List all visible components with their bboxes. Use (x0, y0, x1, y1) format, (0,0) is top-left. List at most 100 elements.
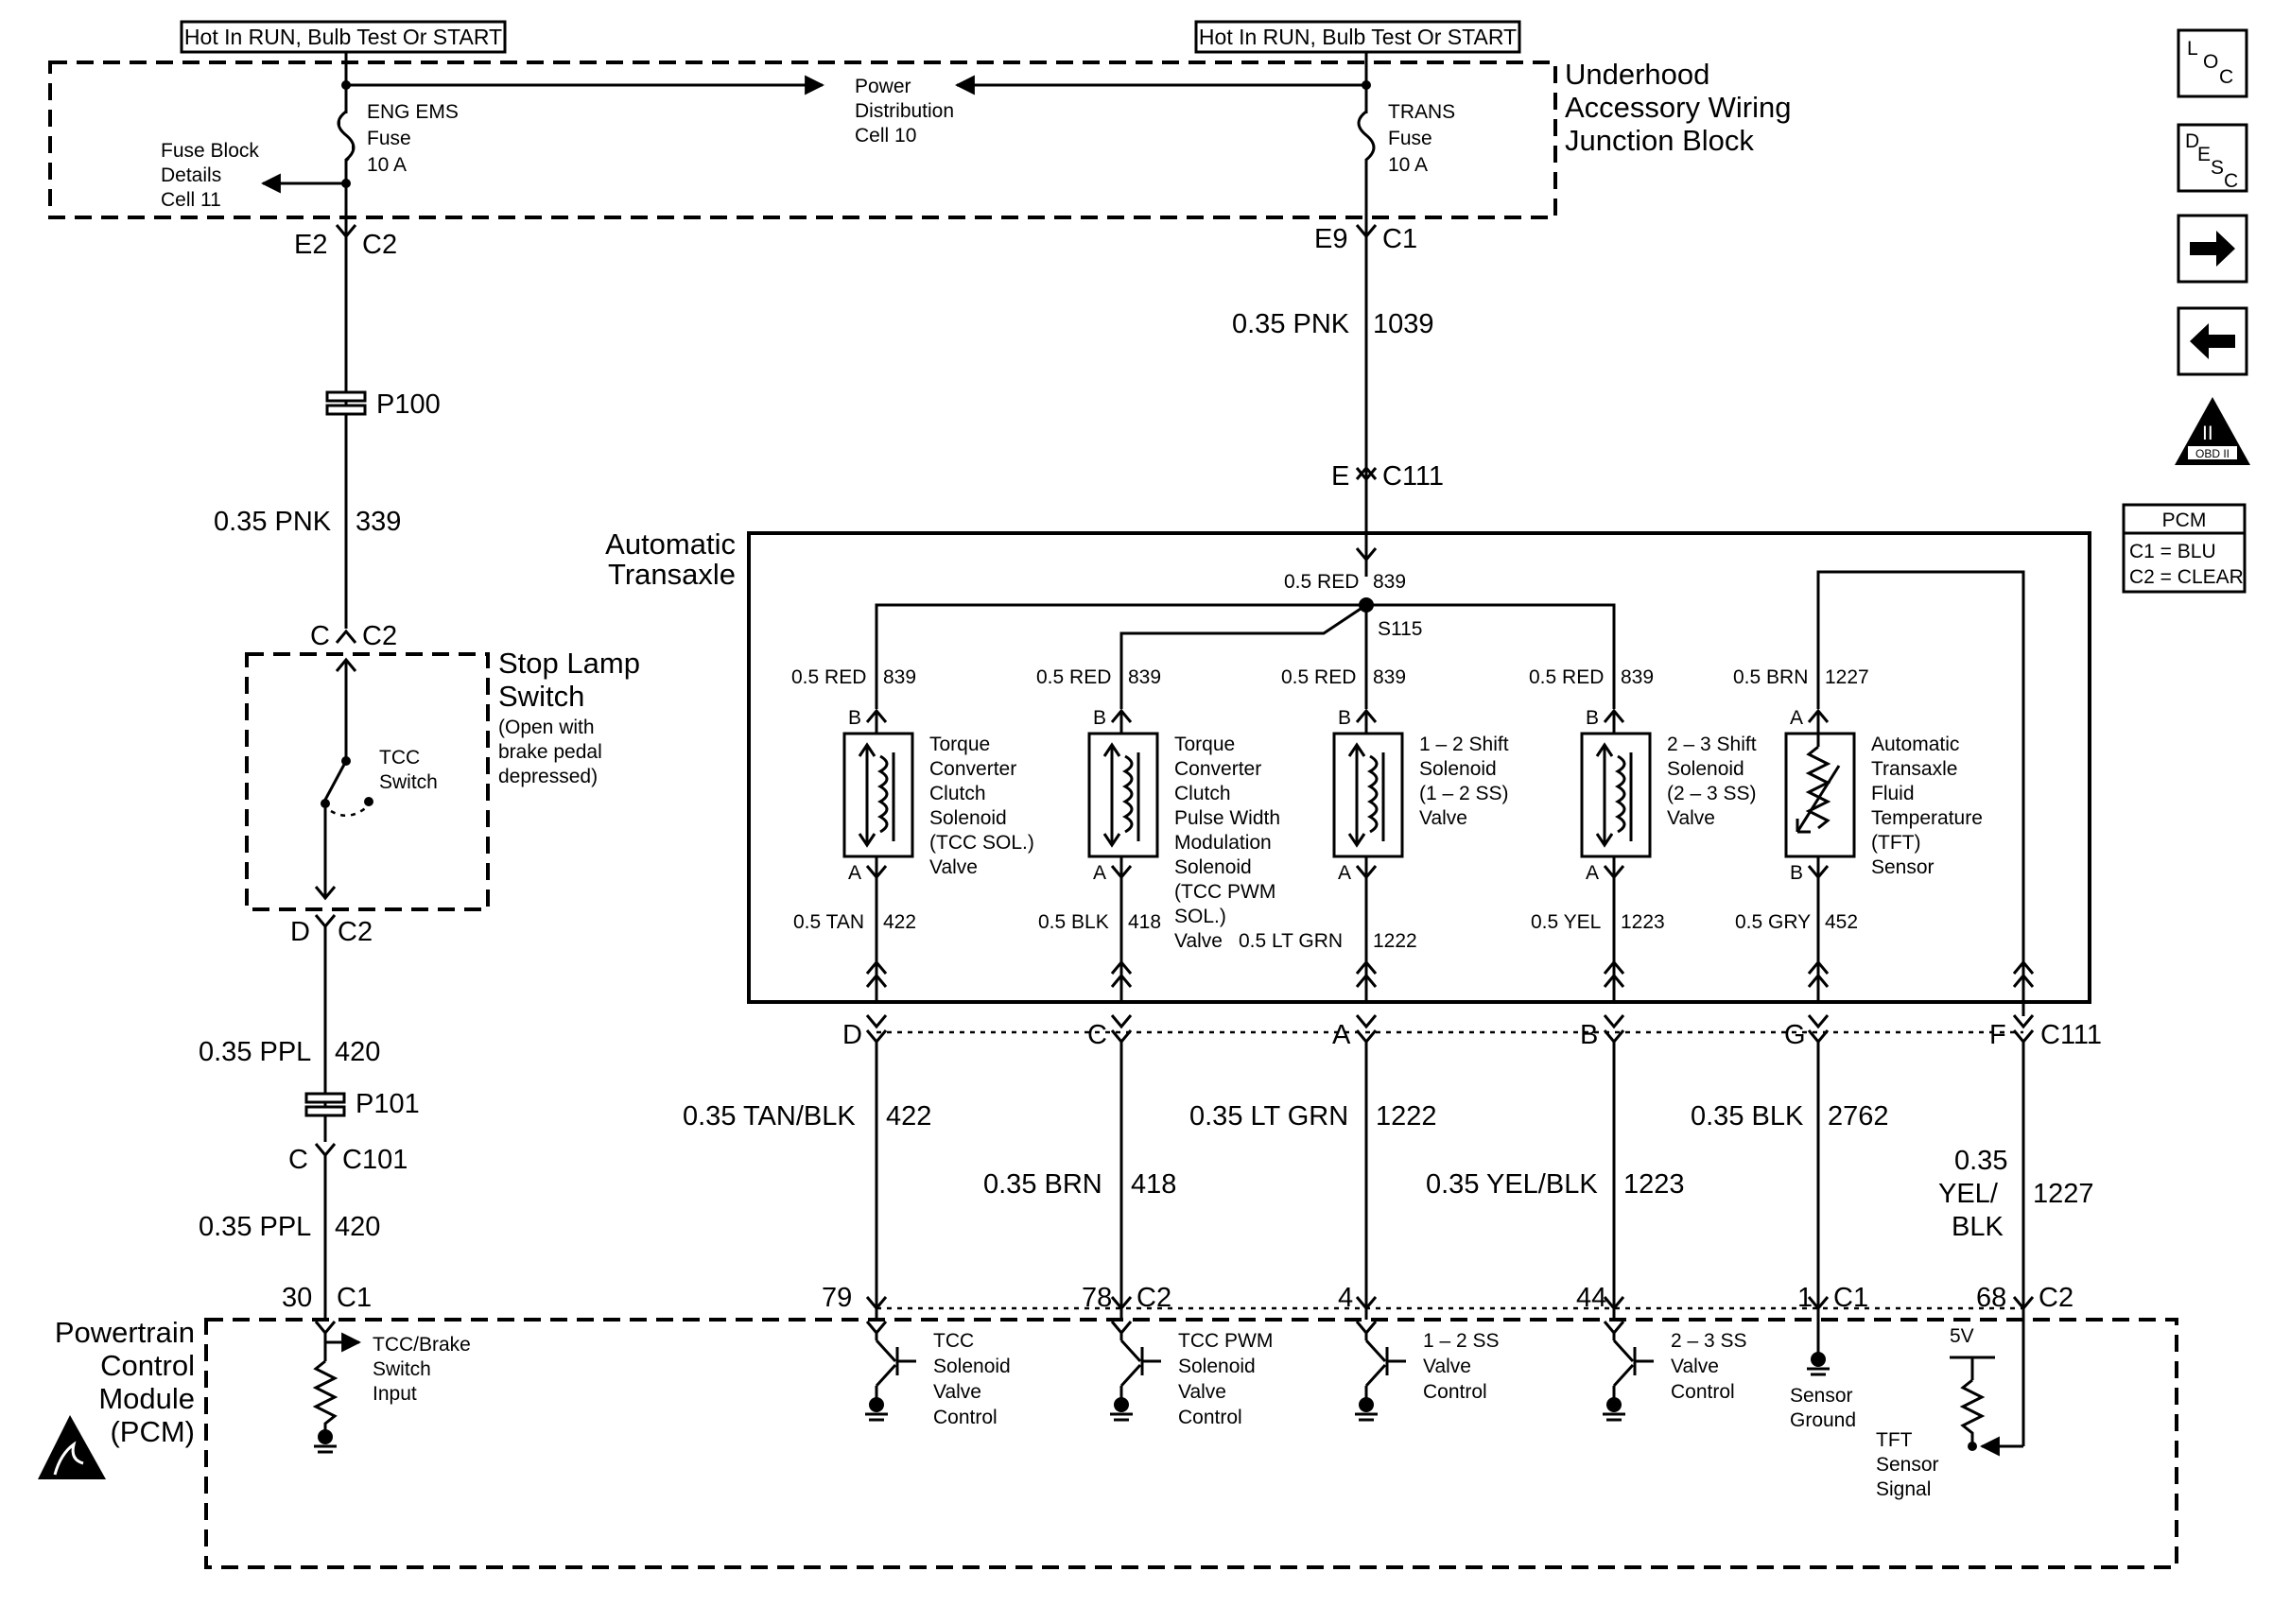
label-text: 0.5 LT GRN (1239, 930, 1343, 952)
prev-page-button[interactable] (2177, 306, 2248, 376)
label-text: Torque (929, 734, 990, 755)
svg-text:420: 420 (335, 1212, 380, 1242)
solenoid-coil-icon (1580, 732, 1652, 858)
svg-text:S115: S115 (1378, 618, 1423, 640)
label-text: Valve (1671, 1356, 1719, 1377)
label-text: (2 – 3 SS) (1667, 783, 1757, 804)
label-text: 0.5 RED (1529, 666, 1604, 688)
label-text: 0.5 GRY (1735, 911, 1811, 933)
pullup-resistor-icon (1959, 1378, 1986, 1446)
svg-text:E: E (2197, 144, 2211, 165)
svg-text:TCC/Brake: TCC/Brake (373, 1334, 471, 1356)
svg-text:Input: Input (373, 1383, 417, 1405)
hot-label-right: Hot In RUN, Bulb Test Or START (1194, 20, 1521, 54)
svg-text:C2: C2 (362, 230, 397, 260)
arrow-right-icon (2190, 231, 2235, 267)
svg-text:Switch: Switch (373, 1358, 431, 1380)
svg-text:brake pedal: brake pedal (498, 741, 602, 763)
label-text: SOL.) (1174, 906, 1226, 927)
svg-text:C1: C1 (1382, 224, 1417, 254)
svg-text:C1: C1 (337, 1283, 372, 1313)
label-text: 68 (1976, 1283, 2006, 1313)
label-text: A (848, 862, 861, 884)
label-text: D (842, 1020, 862, 1050)
connector-c-c2-icon (335, 629, 357, 644)
next-page-button[interactable] (2177, 214, 2248, 284)
stop-lamp-switch-border (245, 652, 490, 911)
svg-text:L: L (2187, 38, 2198, 60)
svg-text:839: 839 (1373, 571, 1406, 593)
svg-text:30: 30 (282, 1283, 312, 1313)
label-text: 1222 (1376, 1101, 1437, 1132)
svg-text:0.5 RED: 0.5 RED (1284, 571, 1359, 593)
label-text: Converter (929, 758, 1016, 780)
svg-text:Transaxle: Transaxle (608, 558, 736, 591)
svg-text:TRANS: TRANS (1388, 101, 1455, 123)
label-text: 418 (1131, 1169, 1176, 1200)
svg-text:C111: C111 (2040, 1020, 2102, 1050)
svg-text:ENG EMS: ENG EMS (367, 101, 459, 123)
wire-839-bus (875, 603, 1616, 709)
label-text: B (1790, 862, 1803, 884)
label-text: A (1338, 862, 1351, 884)
svg-text:TFT: TFT (1876, 1429, 1913, 1451)
label-text: Valve (1667, 807, 1715, 829)
label-text: C (1087, 1020, 1107, 1050)
hot-text-left: Hot In RUN, Bulb Test Or START (184, 25, 502, 49)
label-text: 418 (1128, 911, 1161, 933)
label-text: Control (1423, 1381, 1487, 1403)
label-text: 0.5 BRN (1733, 666, 1808, 688)
svg-text:Sensor: Sensor (1790, 1385, 1853, 1407)
svg-text:E9: E9 (1314, 224, 1347, 254)
label-text: 1222 (1373, 930, 1417, 952)
label-text: C1 (1833, 1283, 1868, 1313)
label-text: 422 (883, 911, 916, 933)
label-text: 78 (1082, 1283, 1112, 1313)
label-text: B (1586, 707, 1599, 729)
svg-text:P101: P101 (356, 1089, 420, 1119)
label-text: A (1586, 862, 1599, 884)
label-text: Automatic (1871, 734, 1959, 755)
svg-text:Switch: Switch (379, 771, 438, 793)
svg-text:C: C (288, 1145, 308, 1175)
label-text: Solenoid (929, 807, 1007, 829)
label-text: Control (1671, 1381, 1735, 1403)
junction-block-border (48, 60, 1557, 219)
label-text: 2762 (1828, 1101, 1889, 1132)
loc-button[interactable]: L O C (2177, 28, 2248, 98)
svg-text:C2: C2 (362, 621, 397, 651)
svg-text:0.35 PPL: 0.35 PPL (199, 1037, 311, 1067)
svg-text:Stop Lamp: Stop Lamp (498, 647, 640, 680)
label-text: Solenoid (1174, 856, 1252, 878)
label-text: 1223 (1623, 1169, 1685, 1200)
svg-text:0.35 PNK: 0.35 PNK (1232, 309, 1350, 339)
label-text: 0.5 TAN (793, 911, 864, 933)
svg-text:Ground: Ground (1790, 1409, 1856, 1431)
svg-text:C1 = BLU: C1 = BLU (2129, 541, 2216, 562)
label-text: Control (1178, 1407, 1242, 1428)
svg-text:E2: E2 (294, 230, 327, 260)
label-text: Valve (929, 856, 978, 878)
svg-text:Details: Details (161, 164, 221, 186)
label-text: Solenoid (1419, 758, 1497, 780)
svg-text:Fuse Block: Fuse Block (161, 140, 259, 162)
svg-text:5V: 5V (1950, 1325, 1974, 1347)
label-text: 0.5 BLK (1038, 911, 1109, 933)
label-text: 1 – 2 Shift (1419, 734, 1509, 755)
desc-button[interactable]: D E S C (2177, 123, 2248, 193)
label-text: 0.35 TAN/BLK (683, 1101, 856, 1132)
label-text: TCC (933, 1330, 974, 1352)
solenoid-coil-icon (842, 732, 914, 858)
label-text: Clutch (929, 783, 986, 804)
svg-text:420: 420 (335, 1037, 380, 1067)
svg-text:Power: Power (855, 76, 911, 97)
c111-pin: D (842, 1014, 888, 1050)
svg-text:Cell 10: Cell 10 (855, 125, 916, 147)
solenoid-coil-icon (1087, 732, 1159, 858)
label-text: A (1790, 707, 1803, 729)
